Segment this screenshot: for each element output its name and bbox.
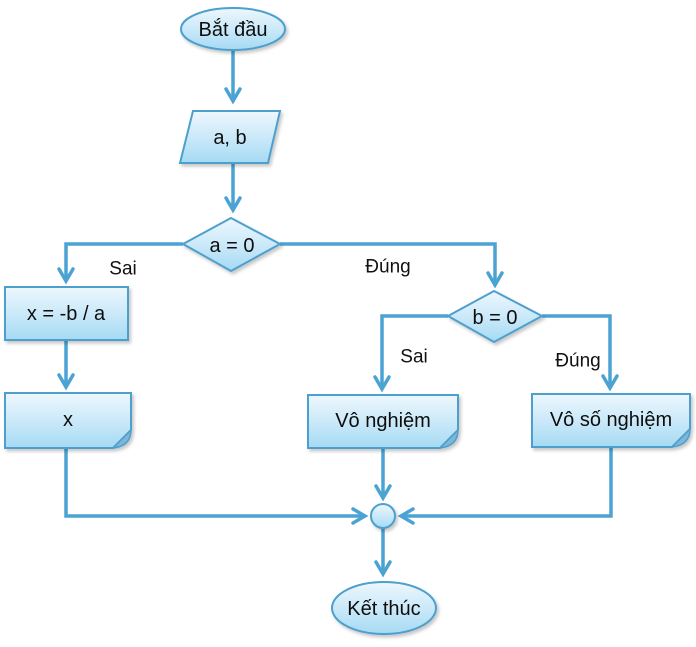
input-ab-label: a, b [213,127,246,149]
edge-decision-b-false [373,314,448,393]
decision-b-label: b = 0 [472,307,517,329]
process-x-label: x = -b / a [27,303,106,325]
output-x-fold-corner [110,428,132,449]
decision-a-node: a = 0 [180,216,283,273]
edge-decision-b-true [542,314,619,392]
edges [57,50,619,578]
edge-infinite-to-junction [397,447,613,525]
edge-output-x-to-junction [64,448,369,525]
start-node: Bắt đầu [180,7,286,51]
infinite-solutions-fold-corner [669,427,691,448]
junction-node [370,503,396,529]
end-terminator-shape [331,581,437,635]
no-solution-fold-corner [437,428,459,449]
input-parallelogram-shape [178,110,282,164]
decision-b-diamond-shape [445,289,545,344]
output-x-label: x [63,409,73,431]
decision-a-diamond-shape [180,216,283,273]
junction-circle-shape [370,503,396,529]
output-infinite-solutions-node: Vô số nghiệm [531,393,691,448]
output-no-solution-node: Vô nghiệm [307,394,459,449]
process-x-node: x = -b / a [4,286,129,341]
decision-a-label: a = 0 [209,235,254,257]
edge-decision-a-false [57,242,183,285]
end-label: Kết thúc [347,598,420,620]
edge-label-b-true: Đúng [555,351,600,372]
output-x-node: x [4,392,132,449]
edge-label-b-false: Sai [400,347,427,368]
start-label: Bắt đầu [199,18,268,41]
start-terminator-shape [180,7,286,51]
output-no-solution-label: Vô nghiệm [335,410,431,432]
process-rectangle-shape [4,286,129,341]
output-infinite-solutions-label: Vô số nghiệm [550,409,672,431]
edge-decision-a-true [280,242,504,289]
decision-b-node: b = 0 [445,289,545,344]
end-node: Kết thúc [331,581,437,635]
edge-label-a-false: Sai [109,259,136,280]
edge-label-a-true: Đúng [365,257,410,278]
input-ab-node: a, b [178,110,282,164]
